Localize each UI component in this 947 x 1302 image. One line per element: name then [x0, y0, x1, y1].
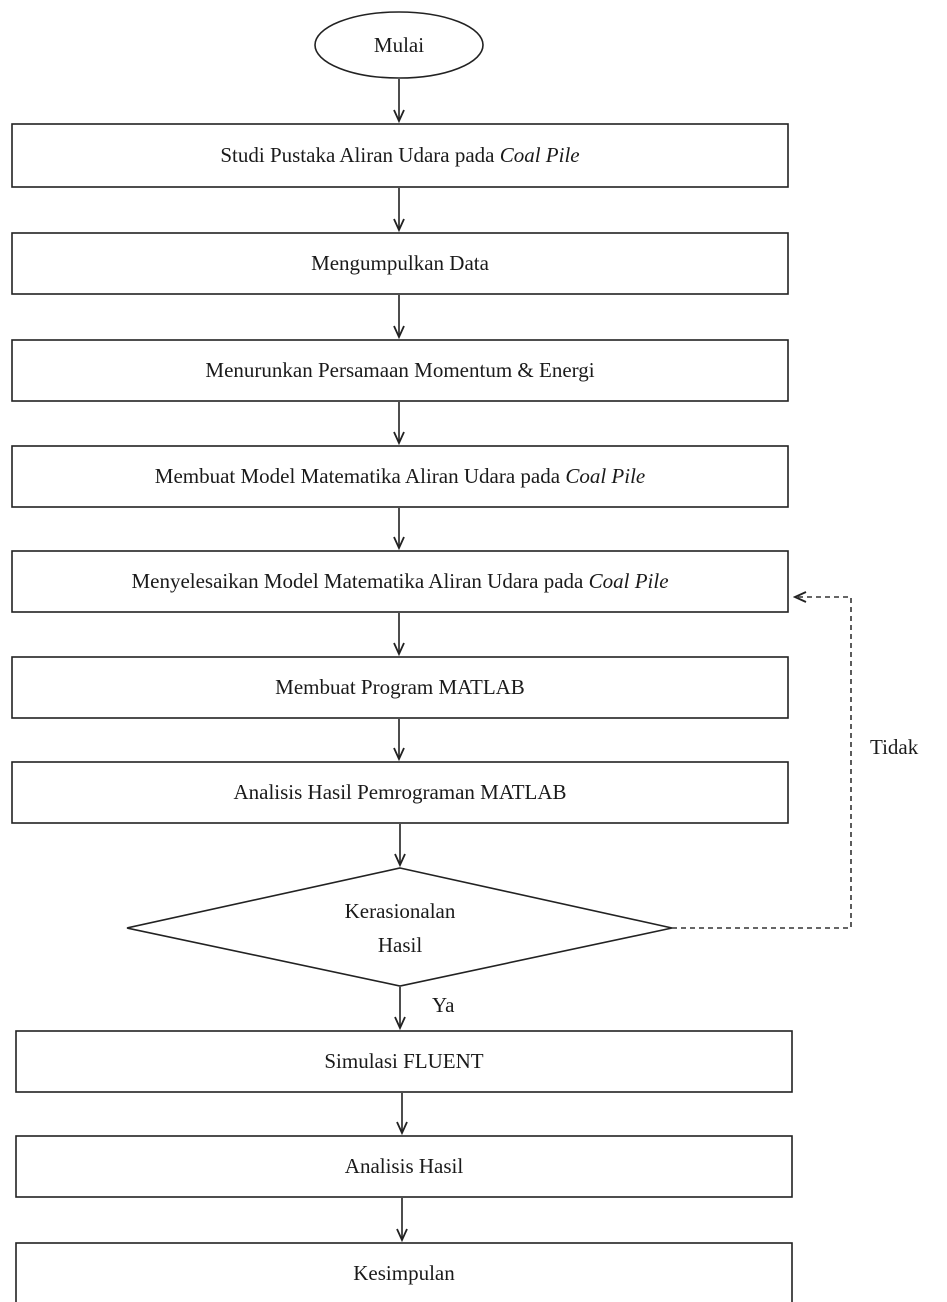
step-menurunkan-persamaan: Menurunkan Persamaan Momentum & Energi: [11, 339, 789, 402]
step-mengumpulkan-data: Mengumpulkan Data: [11, 232, 789, 295]
yes-label: Ya: [432, 993, 455, 1017]
step-kesimpulan-label: Kesimpulan: [353, 1261, 455, 1285]
decision-kerasionalan: Kerasionalan Hasil: [126, 867, 673, 987]
decision-label-line2: Hasil: [378, 933, 422, 957]
step-menyelesaikan-model-label: Menyelesaikan Model Matematika Aliran Ud…: [131, 569, 668, 593]
step-analisis-hasil: Analisis Hasil: [15, 1135, 793, 1198]
no-label: Tidak: [870, 735, 919, 759]
step-simulasi-fluent-label: Simulasi FLUENT: [324, 1049, 483, 1073]
step-analisis-hasil-label: Analisis Hasil: [345, 1154, 464, 1178]
arrow-decision-no-loop: [672, 597, 852, 929]
step-simulasi-fluent: Simulasi FLUENT: [15, 1030, 793, 1093]
step-studi-pustaka-label: Studi Pustaka Aliran Udara pada Coal Pil…: [220, 143, 579, 167]
start-label: Mulai: [374, 33, 424, 57]
step-studi-pustaka: Studi Pustaka Aliran Udara pada Coal Pil…: [11, 123, 789, 188]
step-analisis-matlab-label: Analisis Hasil Pemrograman MATLAB: [233, 780, 566, 804]
step-menyelesaikan-model: Menyelesaikan Model Matematika Aliran Ud…: [11, 550, 789, 613]
step-membuat-model-label: Membuat Model Matematika Aliran Udara pa…: [155, 464, 645, 488]
start-node: Mulai: [314, 11, 484, 79]
step-mengumpulkan-data-label: Mengumpulkan Data: [311, 251, 490, 275]
step-membuat-model: Membuat Model Matematika Aliran Udara pa…: [11, 445, 789, 508]
step-analisis-matlab: Analisis Hasil Pemrograman MATLAB: [11, 761, 789, 824]
step-menurunkan-persamaan-label: Menurunkan Persamaan Momentum & Energi: [205, 358, 594, 382]
step-membuat-program: Membuat Program MATLAB: [11, 656, 789, 719]
step-membuat-program-label: Membuat Program MATLAB: [275, 675, 525, 699]
decision-label-line1: Kerasionalan: [345, 899, 456, 923]
step-kesimpulan: Kesimpulan: [15, 1242, 793, 1302]
